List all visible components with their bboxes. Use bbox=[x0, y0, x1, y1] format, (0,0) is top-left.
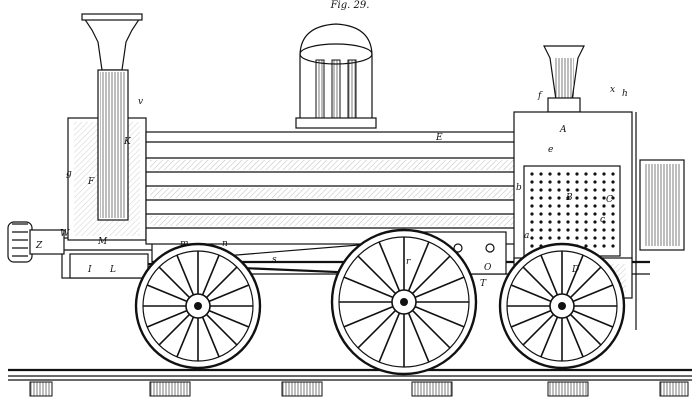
buffer bbox=[7, 221, 65, 263]
label-h: h bbox=[622, 89, 628, 99]
label-r: r bbox=[406, 257, 411, 267]
label-f: f bbox=[537, 91, 543, 101]
boiler-barrel bbox=[145, 131, 519, 245]
label-K: K bbox=[123, 137, 132, 147]
rail-track bbox=[8, 368, 692, 397]
label-C: C bbox=[606, 195, 613, 205]
label-A: A bbox=[559, 125, 567, 135]
cab-rear bbox=[635, 112, 685, 330]
label-e: e bbox=[548, 145, 553, 155]
label-M: M bbox=[97, 237, 108, 247]
label-c: c bbox=[600, 215, 605, 225]
label-B: B bbox=[565, 193, 573, 203]
driving-wheel bbox=[330, 228, 478, 376]
label-E: E bbox=[435, 133, 443, 143]
label-s: s bbox=[272, 255, 277, 265]
label-W: W bbox=[60, 229, 70, 239]
trailing-wheel bbox=[498, 242, 626, 370]
label-Z: Z bbox=[35, 241, 43, 251]
firebox bbox=[513, 111, 633, 299]
label-O: O bbox=[484, 263, 492, 273]
figure-title: Fig. 29. bbox=[330, 0, 370, 11]
steam-dome bbox=[295, 23, 377, 129]
label-a: a bbox=[524, 231, 529, 241]
label-T: T bbox=[480, 279, 487, 289]
label-D: D bbox=[571, 265, 579, 275]
leading-wheel bbox=[134, 242, 262, 370]
safety-valve bbox=[543, 45, 585, 113]
label-I: I bbox=[87, 265, 92, 275]
label-b: b bbox=[516, 183, 522, 193]
label-m: m bbox=[180, 239, 189, 249]
label-g: g bbox=[66, 169, 72, 179]
label-n: n bbox=[222, 239, 228, 249]
label-F: F bbox=[87, 177, 95, 187]
label-x: x bbox=[610, 85, 615, 95]
label-v: v bbox=[138, 97, 143, 107]
chimney bbox=[81, 13, 143, 221]
label-L: L bbox=[109, 265, 116, 275]
